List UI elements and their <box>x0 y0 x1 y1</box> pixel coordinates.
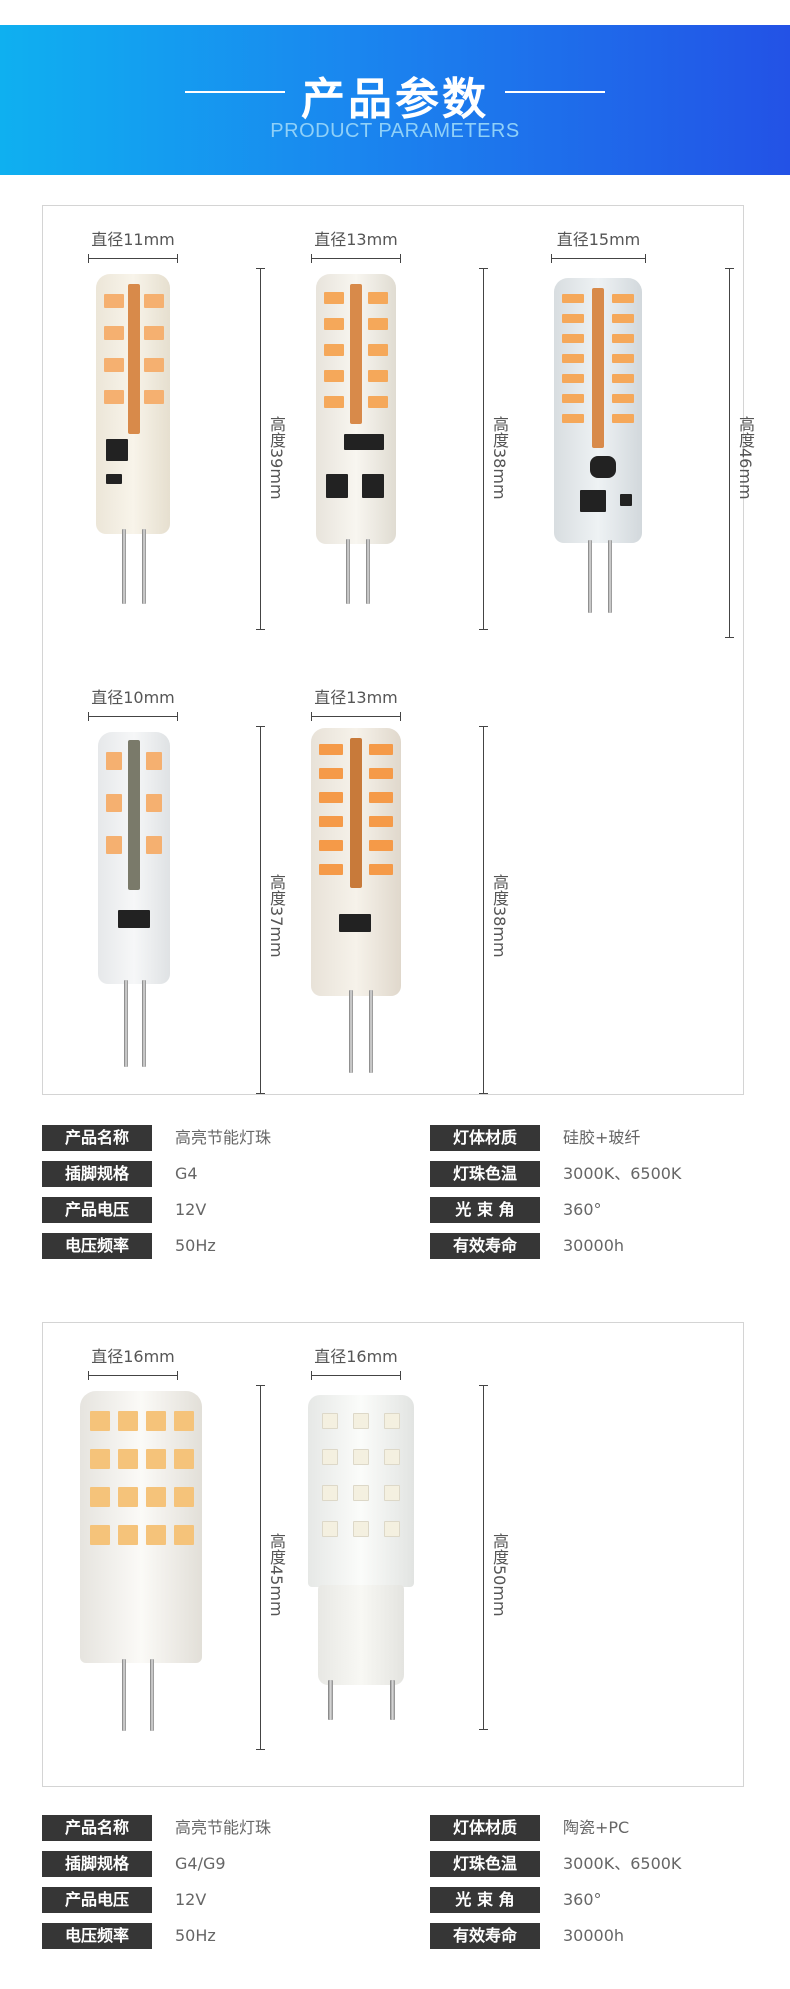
spec-value: 硅胶+玻纤 <box>563 1128 641 1147</box>
diameter-line <box>311 712 401 721</box>
spec-value: 3000K、6500K <box>563 1164 682 1183</box>
height-label: 高度45mm <box>267 1533 286 1617</box>
diameter-line <box>311 254 401 263</box>
banner-subtitle: PRODUCT PARAMETERS <box>270 120 520 142</box>
bulb-image <box>311 728 401 1073</box>
spec-value: 高亮节能灯珠 <box>175 1128 272 1147</box>
bulb-image <box>96 274 170 604</box>
product-panel-silicone: 直径11mm 高度39mm 直径13mm <box>42 205 755 1095</box>
height-line <box>479 268 488 630</box>
diameter-label: 直径16mm <box>91 1347 175 1366</box>
spec-value: G4/G9 <box>175 1854 226 1873</box>
spec-key: 灯体材质 <box>430 1125 540 1151</box>
spec-value: 12V <box>175 1890 207 1909</box>
banner-title: 产品参数 <box>301 74 489 125</box>
spec-value: 陶瓷+PC <box>563 1818 630 1837</box>
spec-key: 电压频率 <box>42 1923 152 1949</box>
diameter-line <box>311 1371 401 1380</box>
spec-key: 有效寿命 <box>430 1233 540 1259</box>
diameter-label: 直径13mm <box>314 230 398 249</box>
banner-left-rule <box>185 91 285 93</box>
height-line <box>256 268 265 630</box>
diameter-line <box>551 254 646 263</box>
height-line <box>725 268 734 638</box>
spec-value: 50Hz <box>175 1236 216 1255</box>
spec-value: 12V <box>175 1200 207 1219</box>
spec-value: 360° <box>563 1200 602 1219</box>
height-label: 高度39mm <box>267 416 286 500</box>
spec-key: 产品电压 <box>42 1887 152 1913</box>
bulb-image <box>80 1391 202 1731</box>
height-label: 高度38mm <box>490 874 509 958</box>
spec-key: 有效寿命 <box>430 1923 540 1949</box>
bulb-image <box>98 732 170 1067</box>
spec-key: 产品名称 <box>42 1125 152 1151</box>
diameter-label: 直径11mm <box>91 230 175 249</box>
diameter-label: 直径16mm <box>314 1347 398 1366</box>
spec-key: 灯珠色温 <box>430 1161 540 1187</box>
height-line <box>256 726 265 1094</box>
spec-key: 产品名称 <box>42 1815 152 1841</box>
spec-key: 灯体材质 <box>430 1815 540 1841</box>
banner-right-rule <box>505 91 605 93</box>
spec-value: 3000K、6500K <box>563 1854 682 1873</box>
header-banner: 产品参数 PRODUCT PARAMETERS <box>0 25 790 175</box>
diameter-line <box>88 712 178 721</box>
spec-key: 光 束 角 <box>430 1197 540 1223</box>
spec-key: 产品电压 <box>42 1197 152 1223</box>
height-line <box>256 1385 265 1750</box>
spec-key: 光 束 角 <box>430 1887 540 1913</box>
spec-value: 高亮节能灯珠 <box>175 1818 272 1837</box>
height-label: 高度46mm <box>736 416 755 500</box>
height-line <box>479 1385 488 1730</box>
diameter-label: 直径13mm <box>314 688 398 707</box>
diameter-line <box>88 254 178 263</box>
height-line <box>479 726 488 1094</box>
diameter-line <box>88 1371 178 1380</box>
diameter-label: 直径10mm <box>91 688 175 707</box>
spec-value: 360° <box>563 1890 602 1909</box>
height-label: 高度50mm <box>490 1533 509 1617</box>
height-label: 高度37mm <box>267 874 286 958</box>
bulb-image <box>308 1395 414 1735</box>
diameter-label: 直径15mm <box>556 230 641 249</box>
height-label: 高度38mm <box>490 416 509 500</box>
spec-key: 灯珠色温 <box>430 1851 540 1877</box>
spec-value: 30000h <box>563 1236 625 1255</box>
spec-key: 插脚规格 <box>42 1161 152 1187</box>
spec-key: 电压频率 <box>42 1233 152 1259</box>
spec-key: 插脚规格 <box>42 1851 152 1877</box>
bulb-image <box>554 278 642 613</box>
bulb-image <box>316 274 396 604</box>
spec-value: 30000h <box>563 1926 625 1945</box>
spec-value: 50Hz <box>175 1926 216 1945</box>
product-panel-ceramic: 直径16mm 高度45mm 直 <box>42 1322 744 1787</box>
spec-value: G4 <box>175 1164 198 1183</box>
